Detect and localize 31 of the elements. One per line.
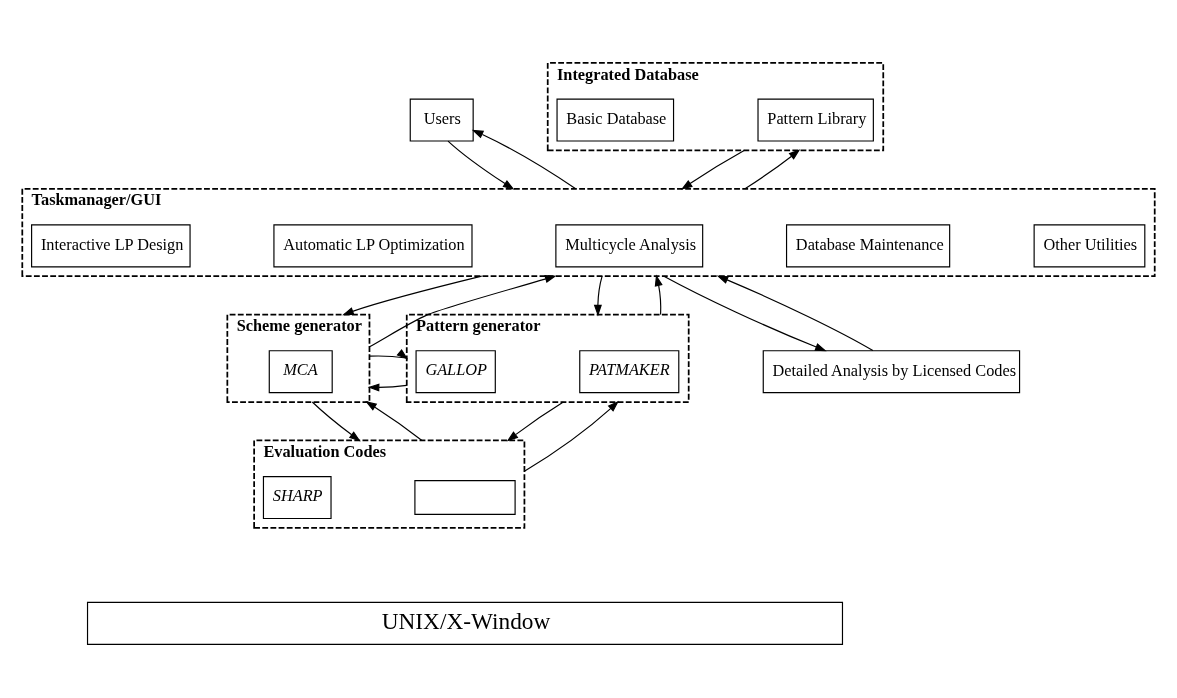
arrow [716, 275, 874, 352]
node-box: Multicycle Analysis [555, 224, 704, 268]
arrow [368, 275, 557, 348]
node-box: Interactive LP Design [31, 224, 191, 268]
arrow [663, 275, 827, 352]
arrow [506, 401, 564, 442]
node-box: Basic Database [556, 98, 675, 142]
node-box: PATMAKER [579, 350, 680, 394]
arrow [680, 149, 746, 190]
arrow [311, 401, 361, 442]
node-box: Automatic LP Optimization [273, 224, 473, 268]
node-box: Users [409, 98, 474, 142]
arrow [593, 275, 603, 317]
arrow [367, 383, 408, 392]
node-box: Other Utilities [1033, 224, 1146, 268]
node-box: Pattern Library [757, 98, 874, 142]
arrow [368, 349, 409, 360]
node-box [414, 480, 516, 516]
node-box: SHARP [262, 476, 332, 520]
arrow [471, 129, 577, 190]
arrow [342, 275, 483, 316]
arrow [447, 140, 515, 190]
arrow [365, 401, 423, 442]
node-box: GALLOP [415, 350, 496, 394]
arrow [744, 149, 801, 190]
node-box: Detailed Analysis by Licensed Codes [762, 350, 1021, 394]
arrow [523, 400, 619, 472]
node-box: UNIX/X-Window [86, 601, 844, 645]
arrow [654, 274, 663, 316]
node-box: MCA [268, 350, 333, 394]
node-box: Database Maintenance [785, 224, 951, 268]
